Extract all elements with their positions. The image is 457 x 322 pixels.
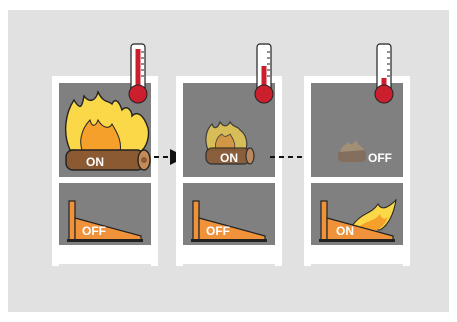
damper-state-label: OFF xyxy=(206,224,230,238)
fire-state-label: ON xyxy=(220,151,238,165)
stage-1: ON OFF xyxy=(52,44,158,266)
thermometer-icon xyxy=(255,44,273,103)
fire-state-label: OFF xyxy=(368,151,392,165)
thermometer-icon xyxy=(129,44,147,103)
log-icon xyxy=(66,150,150,170)
fire-state-label: ON xyxy=(86,155,104,169)
damper-state-label: OFF xyxy=(82,224,106,238)
damper-state-label: ON xyxy=(336,224,354,238)
stage-3: OFF ON xyxy=(304,44,410,266)
thermometer-icon xyxy=(375,44,393,103)
stage-2: ON OFF xyxy=(176,44,282,266)
